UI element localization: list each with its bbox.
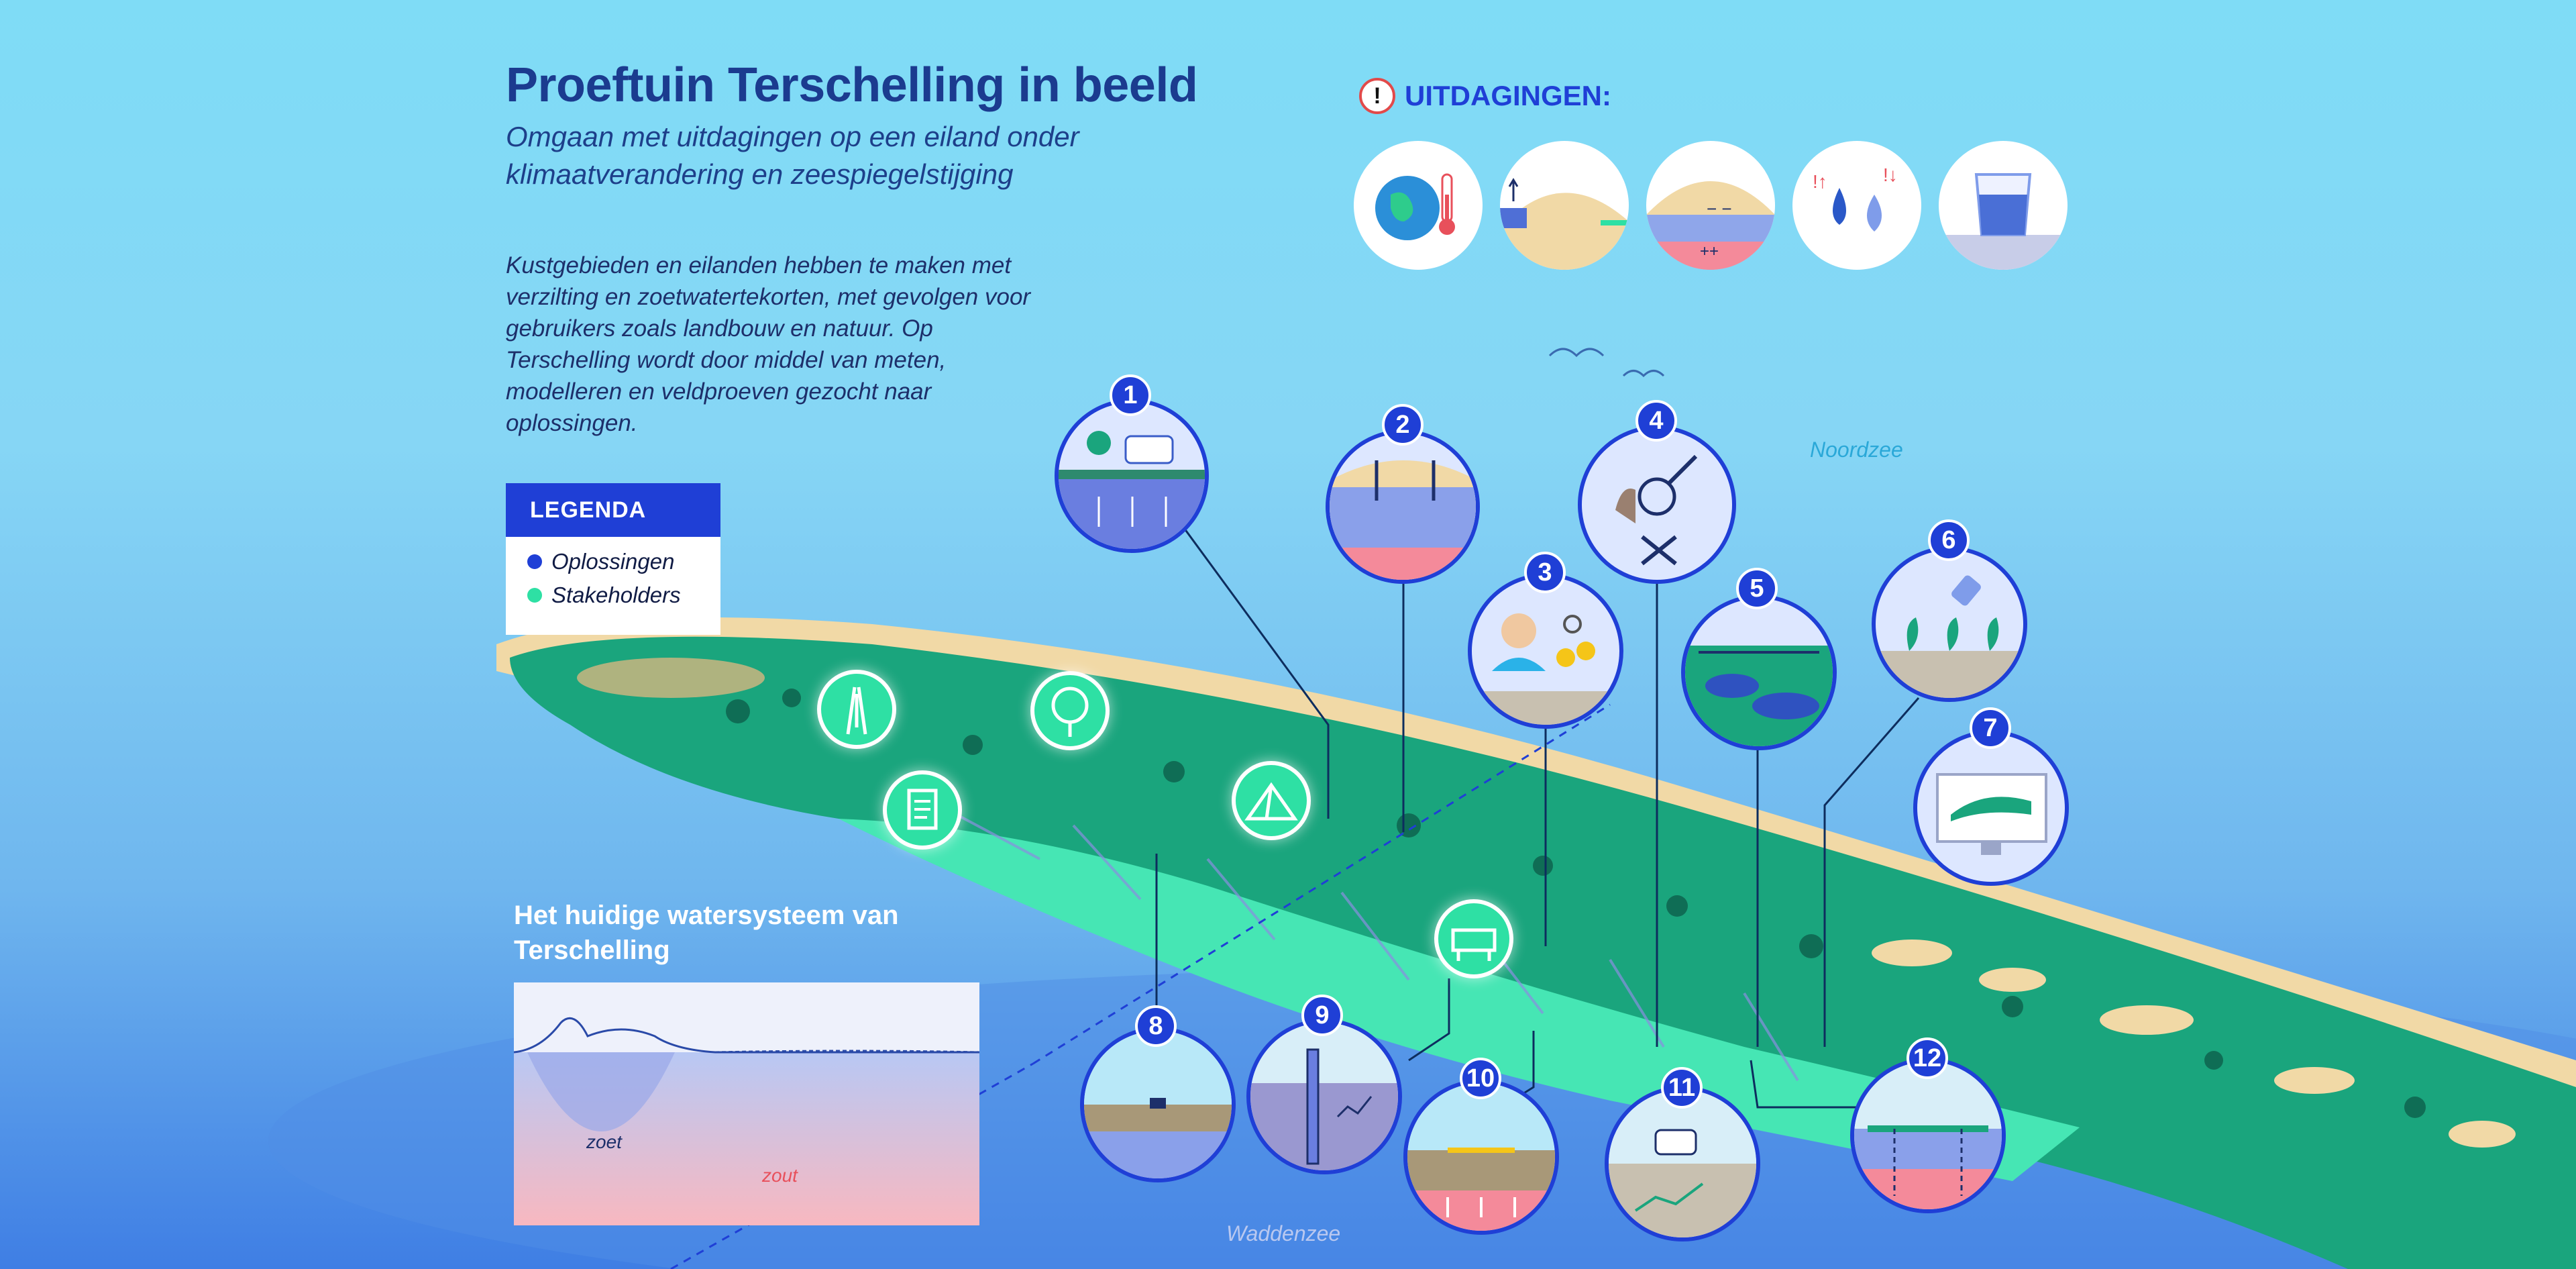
legend-item-label: Oplossingen — [551, 549, 675, 574]
svg-text:− −: − − — [1707, 199, 1732, 219]
legend-item-label: Stakeholders — [551, 582, 681, 607]
legend-item-solutions: Oplossingen — [506, 545, 720, 578]
legend-item-stakeholders: Stakeholders — [506, 578, 720, 612]
solution-number: 5 — [1736, 568, 1778, 609]
stakeholder-tree-icon[interactable] — [1030, 671, 1110, 750]
groundwater-pressure-icon: − − ++ — [1646, 141, 1775, 270]
solution-9[interactable] — [1246, 1019, 1402, 1174]
solution-number: 1 — [1110, 374, 1151, 416]
solution-2[interactable] — [1326, 429, 1480, 584]
page-subtitle: Omgaan met uitdagingen op een eiland ond… — [506, 121, 1079, 190]
legend: LEGENDA Oplossingen Stakeholders — [506, 483, 720, 635]
warning-icon: ! — [1359, 78, 1395, 114]
solution-3[interactable] — [1468, 573, 1623, 729]
svg-text:!↓: !↓ — [1883, 164, 1898, 185]
north-sea-label: Noordzee — [1810, 438, 1903, 462]
water-system-title: Het huidige watersysteem van Terschellin… — [514, 901, 899, 965]
globe-thermometer-icon — [1354, 141, 1483, 270]
page-title: Proeftuin Terschelling in beeld — [506, 58, 1198, 112]
challenges-header: ! UITDAGINGEN: — [1359, 78, 1611, 114]
solution-number: 9 — [1301, 995, 1343, 1036]
solution-number: 2 — [1382, 404, 1424, 446]
solution-1[interactable] — [1055, 399, 1209, 553]
solution-7[interactable] — [1913, 730, 2069, 886]
solution-number: 12 — [1907, 1037, 1948, 1079]
fresh-water-label: zoet — [586, 1131, 622, 1152]
solution-4[interactable] — [1578, 425, 1736, 584]
solution-number: 11 — [1661, 1067, 1703, 1109]
solution-10[interactable] — [1403, 1079, 1559, 1235]
solution-number: 8 — [1135, 1005, 1177, 1047]
stakeholder-document-icon[interactable] — [883, 770, 962, 850]
stakeholder-tent-icon[interactable] — [1232, 761, 1311, 840]
solution-6[interactable] — [1872, 546, 2027, 702]
solution-number: 6 — [1928, 519, 1970, 561]
solution-number: 7 — [1970, 707, 2011, 749]
solution-5[interactable] — [1681, 595, 1837, 750]
wadden-sea-label: Waddenzee — [1226, 1221, 1341, 1246]
legend-title: LEGENDA — [506, 483, 720, 537]
intro-text: Kustgebieden en eilanden hebben te maken… — [506, 252, 1031, 436]
solution-number: 10 — [1460, 1058, 1501, 1099]
solution-number: 4 — [1635, 400, 1677, 442]
stakeholders-dot-icon — [527, 588, 542, 603]
solutions-dot-icon — [527, 554, 542, 569]
solution-number: 3 — [1524, 552, 1566, 593]
svg-text:++: ++ — [1700, 242, 1719, 260]
dune-sea-rise-icon — [1500, 141, 1629, 270]
water-system-diagram: zoet zout — [514, 982, 979, 1225]
solution-8[interactable] — [1080, 1027, 1236, 1182]
solution-12[interactable] — [1850, 1058, 2006, 1213]
water-drops-icon: !↑ !↓ — [1792, 141, 1921, 270]
challenges-title: UITDAGINGEN: — [1405, 80, 1611, 111]
svg-text:!↑: !↑ — [1813, 171, 1827, 192]
solution-11[interactable] — [1605, 1086, 1760, 1241]
salt-water-label: zout — [762, 1165, 798, 1186]
stakeholder-road-icon[interactable] — [817, 670, 896, 749]
stakeholder-cows-icon[interactable] — [1434, 899, 1513, 978]
water-glass-icon — [1939, 141, 2068, 270]
